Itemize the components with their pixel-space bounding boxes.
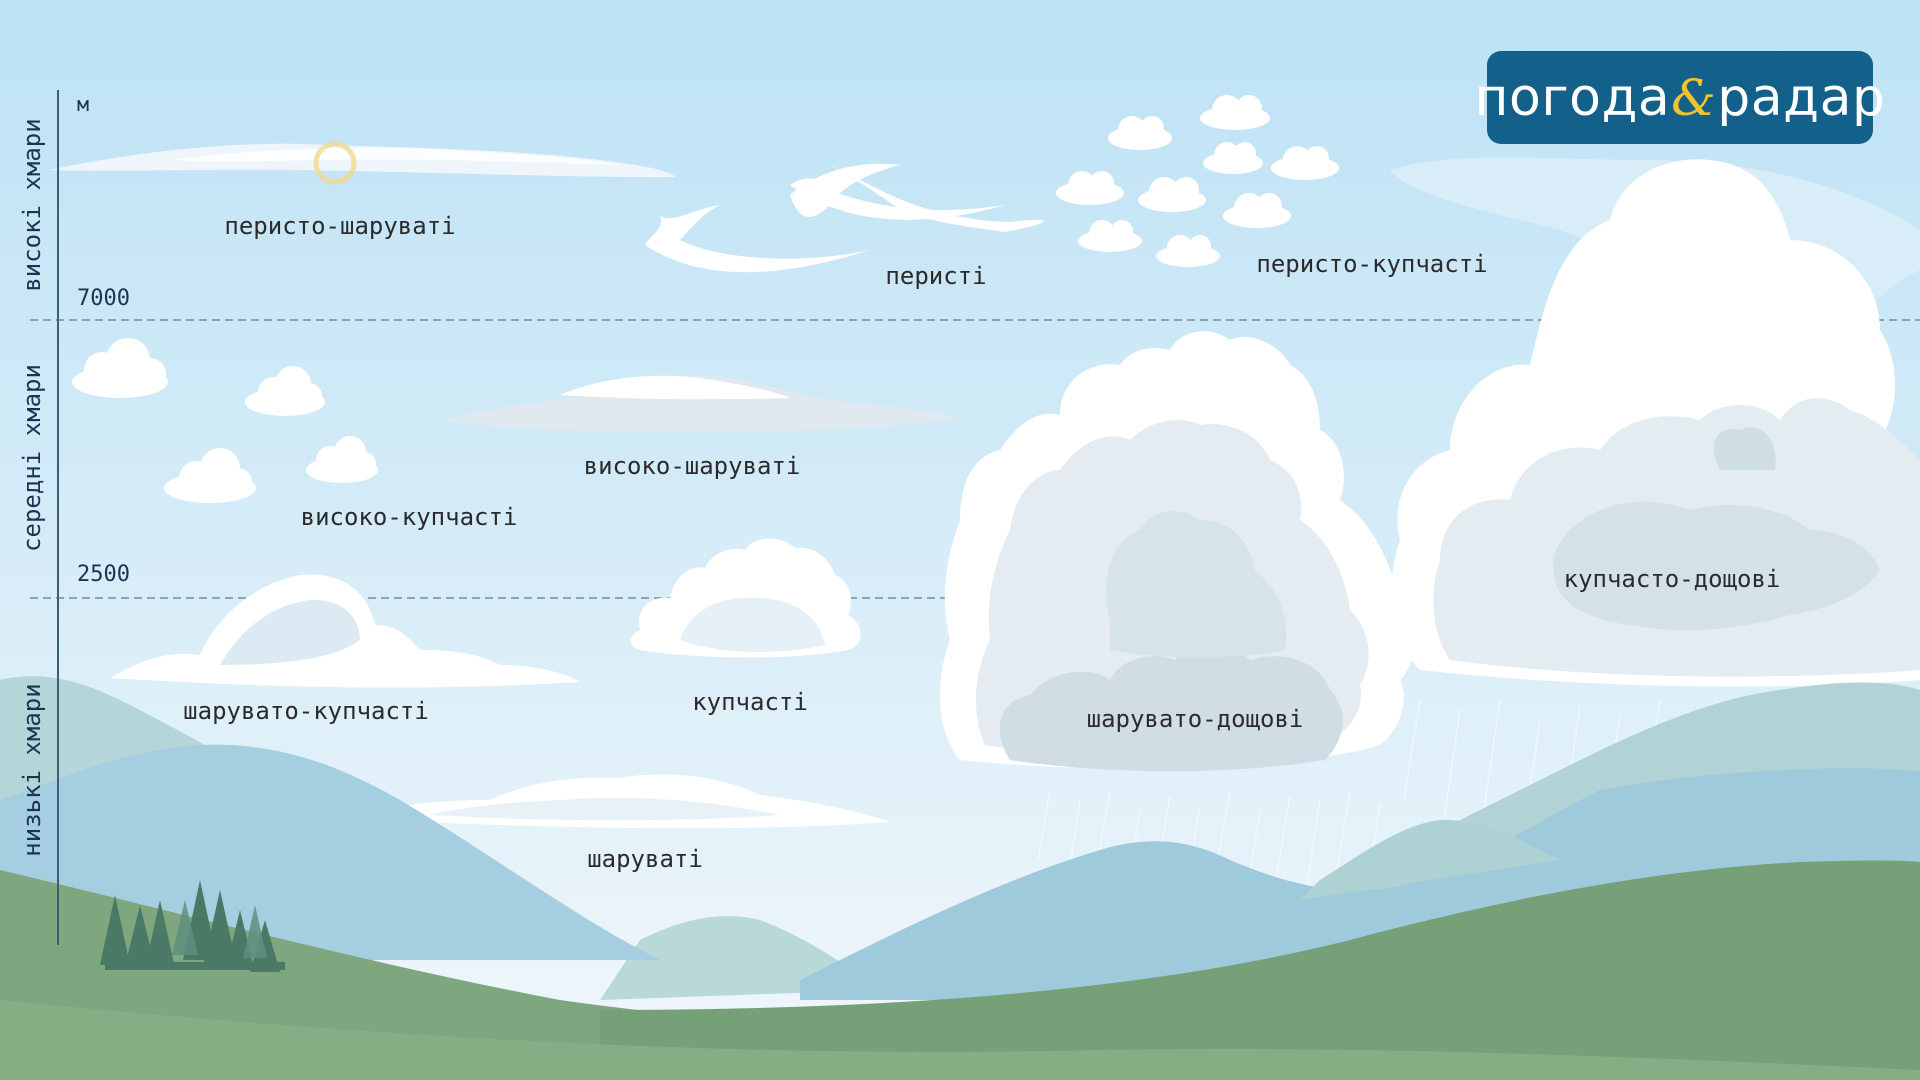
label-stratocumulus: шарувато-купчасті — [183, 697, 429, 725]
trees — [100, 880, 285, 972]
logo-text-right: радар — [1717, 67, 1886, 128]
logo-ampersand: & — [1671, 68, 1717, 127]
layer-middle: середні хмари — [18, 364, 46, 552]
cumulonimbus-cloud — [1391, 159, 1920, 687]
label-altostratus: високо-шаруваті — [583, 452, 801, 480]
altitude-mark-2500: 2500 — [77, 562, 130, 587]
stratocumulus-cloud — [110, 574, 580, 688]
brand-logo[interactable]: погода&радар — [1475, 51, 1885, 144]
label-cumulus: купчасті — [692, 688, 808, 716]
cirrus-cloud — [645, 160, 1045, 273]
altocumulus-cloud — [72, 338, 378, 503]
label-nimbostratus: шарувато-дощові — [1086, 705, 1304, 733]
altitude-mark-7000: 7000 — [77, 286, 130, 311]
label-stratus: шаруваті — [587, 845, 703, 873]
ground-front — [0, 1000, 1920, 1080]
layer-low: низькі хмари — [18, 683, 46, 857]
label-altocumulus: високо-купчасті — [300, 503, 518, 531]
cumulus-cloud — [630, 538, 861, 658]
layer-high: високі хмари — [18, 118, 46, 292]
cirrocumulus-cloud — [1056, 95, 1339, 267]
altostratus-cloud — [445, 374, 960, 432]
mountain-middle-hill — [1300, 819, 1560, 900]
label-cumulonimbus: купчасто-дощові — [1563, 565, 1781, 593]
logo-text-left: погода — [1474, 67, 1671, 128]
label-cirrocumulus: перисто-купчасті — [1256, 250, 1488, 278]
mountain-middle-left — [0, 744, 660, 960]
sun-halo-icon — [313, 141, 357, 185]
ground-right — [600, 860, 1920, 1080]
nimbostratus-cloud — [939, 331, 1415, 772]
label-cirrostratus: перисто-шаруваті — [224, 212, 456, 240]
stratus-cloud — [340, 774, 890, 829]
cirrostratus-cloud — [50, 141, 675, 185]
label-cirrus: перисті — [885, 262, 987, 290]
axis-unit: м — [77, 92, 90, 116]
